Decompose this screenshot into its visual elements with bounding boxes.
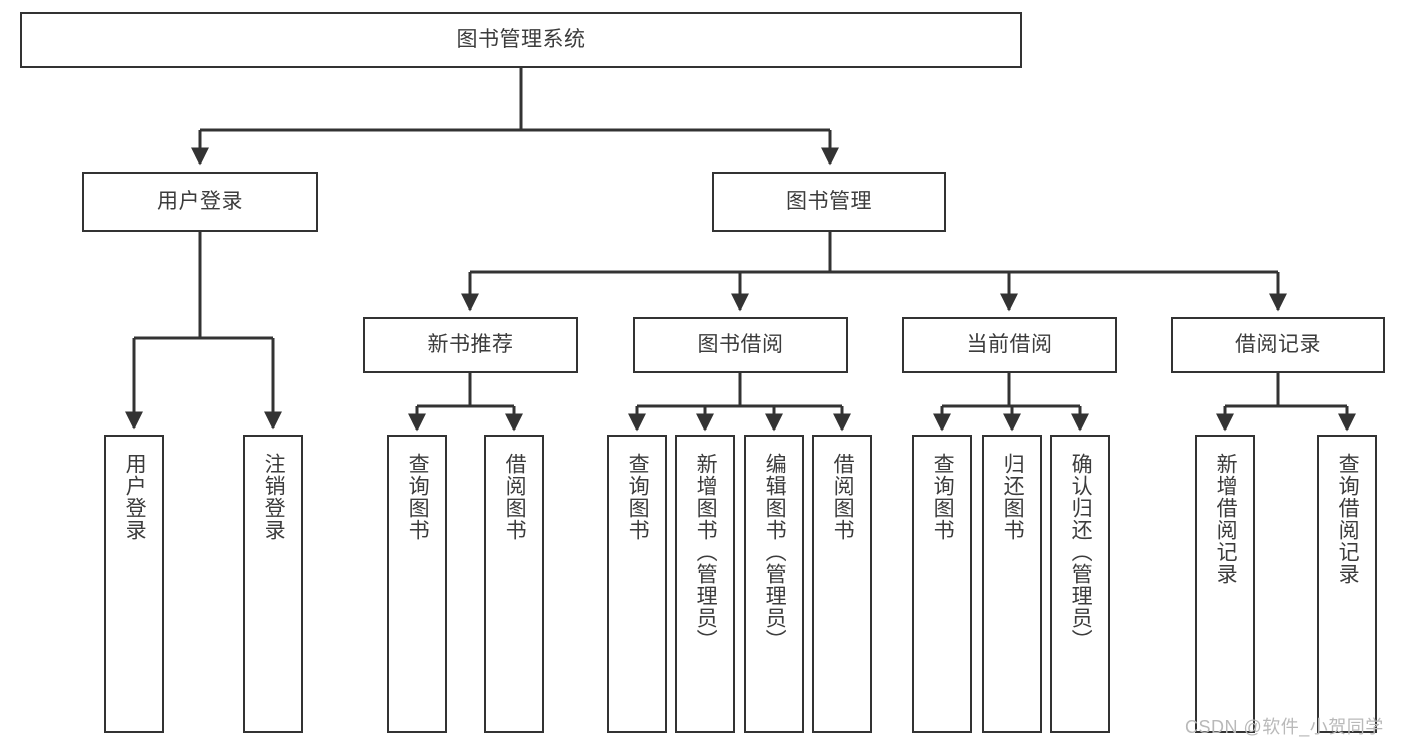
node-book-borrow-label: 图书借阅 <box>697 333 784 357</box>
node-user-login[interactable]: 用户登录 <box>82 172 318 232</box>
leaf-add-book-admin-label: 新增图书（管理员） <box>694 453 718 651</box>
leaf-query-book-newbook-label: 查询图书 <box>406 453 430 541</box>
leaf-borrow-book-newbook[interactable]: 借阅图书 <box>484 435 544 733</box>
node-current-borrow[interactable]: 当前借阅 <box>902 317 1117 373</box>
leaf-query-borrow-record[interactable]: 查询借阅记录 <box>1317 435 1377 733</box>
node-book-borrow[interactable]: 图书借阅 <box>633 317 848 373</box>
node-user-login-label: 用户登录 <box>157 190 243 214</box>
leaf-query-book-current-label: 查询图书 <box>931 453 955 541</box>
leaf-confirm-return-admin-label: 确认归还（管理员） <box>1069 453 1093 651</box>
leaf-borrow-book-borrow-label: 借阅图书 <box>831 453 855 541</box>
node-new-book-recommend-label: 新书推荐 <box>427 333 514 357</box>
node-borrow-record-label: 借阅记录 <box>1235 333 1321 357</box>
leaf-logout-label: 注销登录 <box>262 453 286 541</box>
leaf-add-book-admin[interactable]: 新增图书（管理员） <box>675 435 735 733</box>
leaf-user-login[interactable]: 用户登录 <box>104 435 164 733</box>
leaf-add-borrow-record-label: 新增借阅记录 <box>1214 453 1238 585</box>
leaf-query-book-current[interactable]: 查询图书 <box>912 435 972 733</box>
leaf-query-book-newbook[interactable]: 查询图书 <box>387 435 447 733</box>
leaf-confirm-return-admin[interactable]: 确认归还（管理员） <box>1050 435 1110 733</box>
node-root-label: 图书管理系统 <box>456 28 586 52</box>
leaf-return-book[interactable]: 归还图书 <box>982 435 1042 733</box>
leaf-edit-book-admin-label: 编辑图书（管理员） <box>763 453 787 651</box>
leaf-query-book-borrow-label: 查询图书 <box>626 453 650 541</box>
leaf-borrow-book-newbook-label: 借阅图书 <box>503 453 527 541</box>
node-new-book-recommend[interactable]: 新书推荐 <box>363 317 578 373</box>
leaf-add-borrow-record[interactable]: 新增借阅记录 <box>1195 435 1255 733</box>
node-book-management[interactable]: 图书管理 <box>712 172 946 232</box>
node-book-management-label: 图书管理 <box>786 190 872 214</box>
node-root[interactable]: 图书管理系统 <box>20 12 1022 68</box>
leaf-query-book-borrow[interactable]: 查询图书 <box>607 435 667 733</box>
leaf-query-borrow-record-label: 查询借阅记录 <box>1336 453 1360 585</box>
node-current-borrow-label: 当前借阅 <box>966 333 1053 357</box>
csdn-watermark: CSDN @软件_小贺同学 <box>1185 717 1384 737</box>
leaf-return-book-label: 归还图书 <box>1001 453 1025 541</box>
leaf-user-login-label: 用户登录 <box>123 453 147 541</box>
leaf-edit-book-admin[interactable]: 编辑图书（管理员） <box>744 435 804 733</box>
node-borrow-record[interactable]: 借阅记录 <box>1171 317 1385 373</box>
leaf-logout[interactable]: 注销登录 <box>243 435 303 733</box>
leaf-borrow-book-borrow[interactable]: 借阅图书 <box>812 435 872 733</box>
